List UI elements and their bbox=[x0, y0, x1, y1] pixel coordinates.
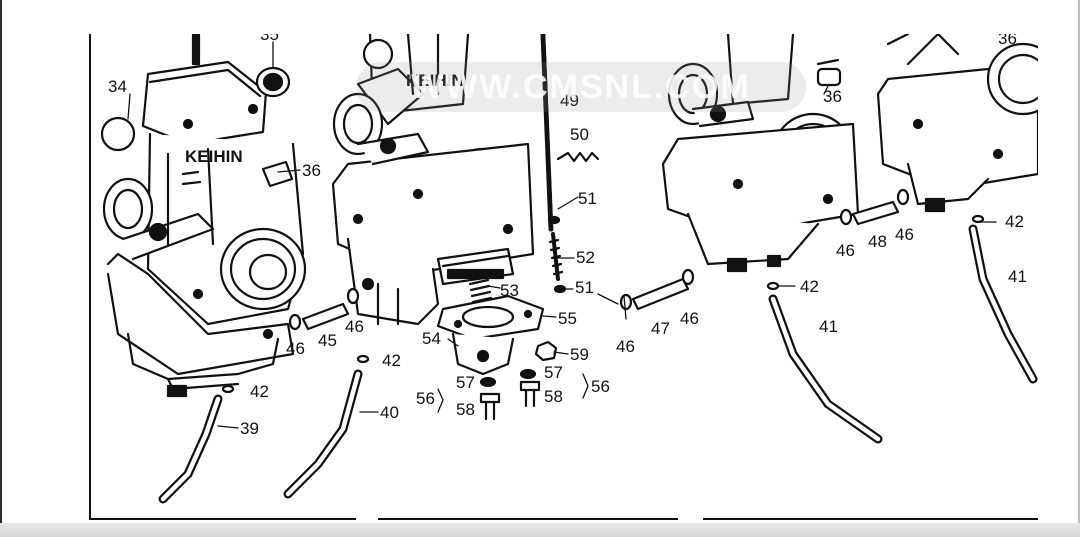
accelerator-pump-parts bbox=[436, 31, 600, 421]
callout-58-a: 58 bbox=[456, 400, 475, 419]
callout-42-b: 42 bbox=[382, 351, 401, 370]
callout-45: 45 bbox=[318, 331, 337, 350]
callout-57-b: 57 bbox=[544, 363, 563, 382]
callout-46-d: 46 bbox=[680, 309, 699, 328]
callout-57-a: 57 bbox=[456, 373, 475, 392]
watermark: WWW.CMSNL.COM bbox=[356, 62, 806, 112]
callout-40: 40 bbox=[380, 403, 399, 422]
callout-46-c: 46 bbox=[616, 337, 635, 356]
callout-51-b: 51 bbox=[575, 278, 594, 297]
callout-58-b: 58 bbox=[544, 387, 563, 406]
callout-36-a: 36 bbox=[302, 161, 321, 180]
callout-49: 49 bbox=[560, 91, 579, 110]
callout-59: 59 bbox=[570, 345, 589, 364]
callout-41-a: 41 bbox=[819, 317, 838, 336]
callout-42-c: 42 bbox=[800, 277, 819, 296]
carburetor-3 bbox=[661, 32, 860, 273]
callout-46-f: 46 bbox=[895, 225, 914, 244]
callout-53: 53 bbox=[500, 281, 519, 300]
callout-47: 47 bbox=[651, 319, 670, 338]
callout-labels: 34 35 36 36 36 39 40 41 41 42 42 42 42 4… bbox=[108, 25, 1027, 438]
viewer-right-border bbox=[1078, 0, 1080, 537]
callout-54: 54 bbox=[422, 329, 441, 348]
callout-55: 55 bbox=[558, 309, 577, 328]
callout-35: 35 bbox=[260, 34, 279, 44]
carburetor-2 bbox=[331, 32, 535, 326]
callout-36-c: 36 bbox=[998, 34, 1017, 48]
diagram-svg: KEIHIN KEIHIN 34 35 36 36 36 39 40 41 41… bbox=[89, 25, 1060, 521]
carburetor-1 bbox=[102, 32, 307, 398]
callout-46-a: 46 bbox=[286, 339, 305, 358]
brand-mark-2: KEIHIN bbox=[406, 71, 464, 90]
viewer-bottom-bar bbox=[0, 523, 1080, 537]
callout-42-d: 42 bbox=[1005, 212, 1024, 231]
callout-34: 34 bbox=[108, 77, 127, 96]
callout-51-a: 51 bbox=[578, 189, 597, 208]
carburetor-parts-diagram: KEIHIN KEIHIN 34 35 36 36 36 39 40 41 41… bbox=[88, 25, 1060, 524]
carburetor-4 bbox=[876, 32, 1060, 213]
callout-48: 48 bbox=[868, 232, 887, 251]
brand-mark-1: KEIHIN bbox=[185, 147, 243, 166]
callout-41-b: 41 bbox=[1008, 267, 1027, 286]
viewer-left-border bbox=[0, 0, 2, 537]
callout-46-b: 46 bbox=[345, 317, 364, 336]
plug-part bbox=[100, 116, 136, 152]
callout-39: 39 bbox=[240, 419, 259, 438]
callout-42-a: 42 bbox=[250, 382, 269, 401]
callout-50: 50 bbox=[570, 125, 589, 144]
callout-36-b: 36 bbox=[823, 87, 842, 106]
callout-52: 52 bbox=[576, 248, 595, 267]
callout-46-e: 46 bbox=[836, 241, 855, 260]
callout-56-a: 56 bbox=[416, 389, 435, 408]
callout-56-b: 56 bbox=[591, 377, 610, 396]
